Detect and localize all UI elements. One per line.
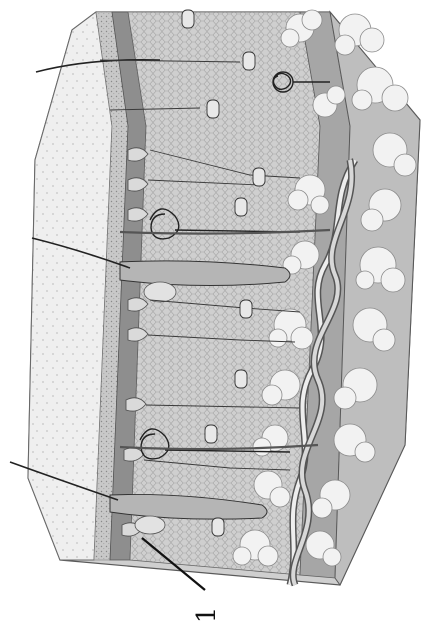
sebaceous-gland	[144, 282, 176, 302]
label-1: 1	[192, 602, 222, 628]
sebaceous-gland	[135, 516, 165, 534]
